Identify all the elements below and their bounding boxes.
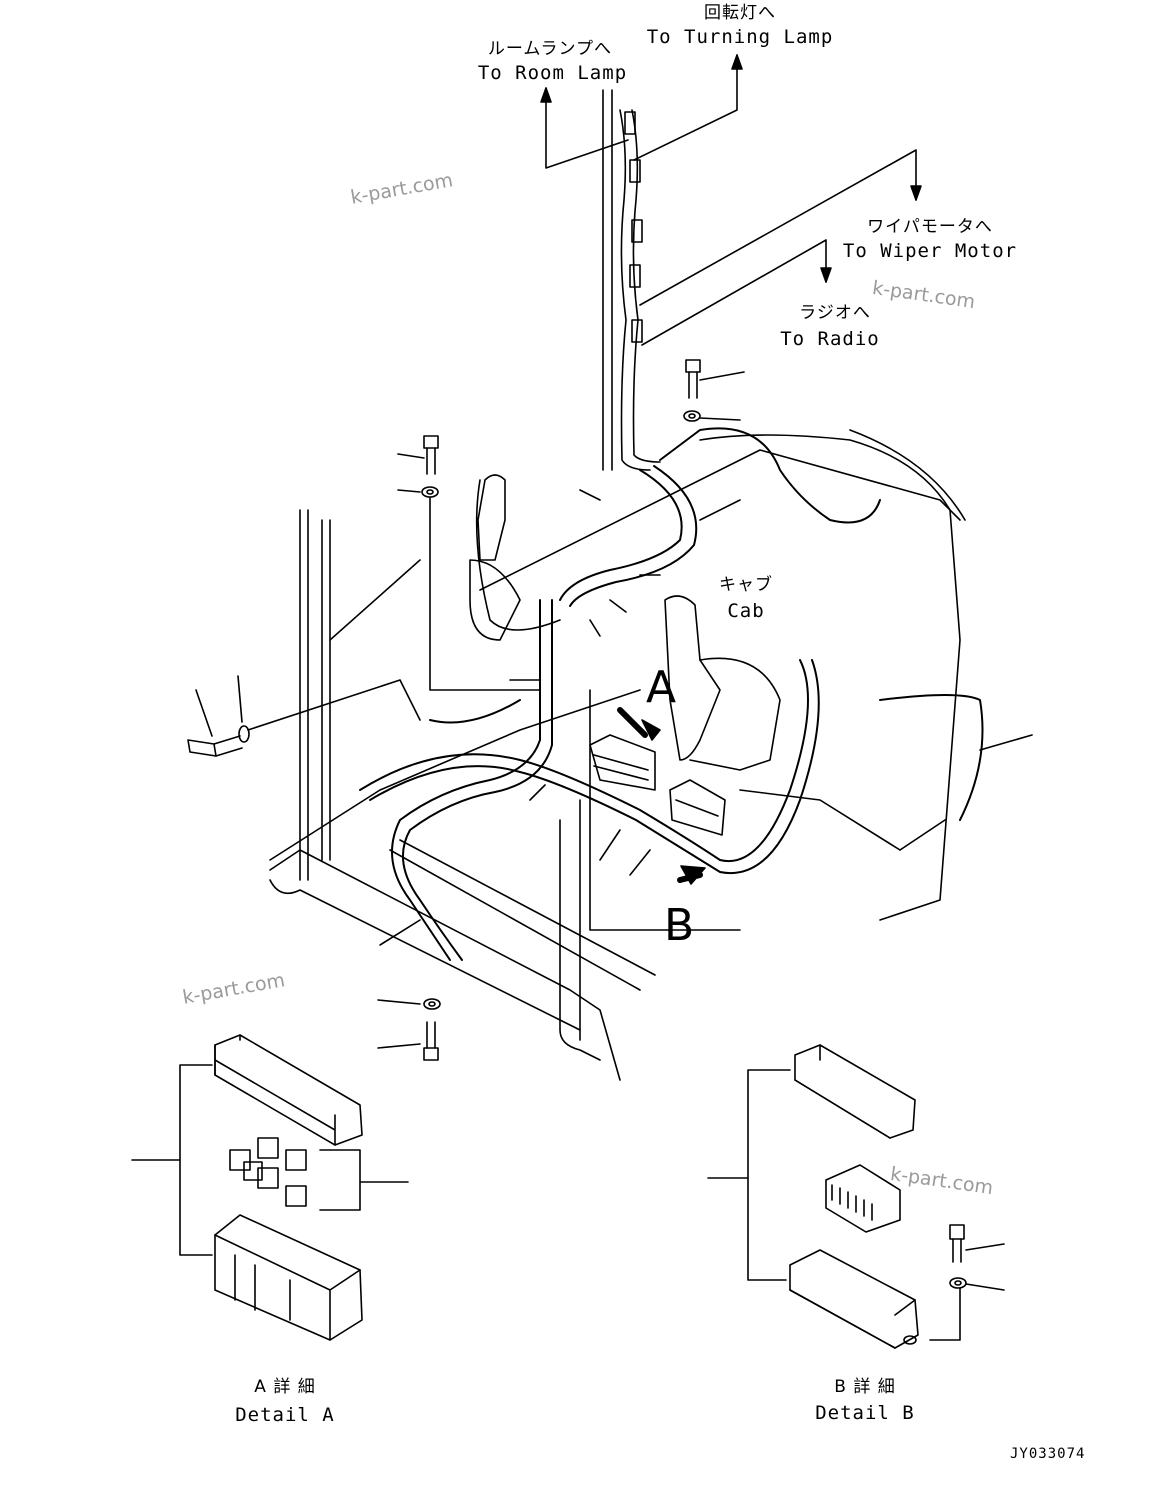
- main-fuse-boxes: [589, 707, 726, 885]
- detail-b-caption-jp: B 詳 細: [834, 1377, 896, 1397]
- cab-label-en: Cab: [727, 600, 765, 622]
- radio-label-en: To Radio: [780, 328, 880, 350]
- detail-b-drawing: [707, 1044, 1005, 1349]
- leader-lines: [379, 489, 1033, 946]
- detail-a-caption-jp: A 詳 細: [254, 1377, 316, 1397]
- wiper-motor-label-jp: ワイパモータへ: [867, 217, 993, 237]
- room-lamp-label-jp: ルームランプへ: [487, 39, 613, 59]
- callout-leaders: [540, 54, 922, 346]
- control-levers: [469, 474, 781, 771]
- drawing-code: JY033074: [1010, 1446, 1086, 1462]
- cab-label-jp: キャブ: [719, 575, 773, 595]
- detail-b-caption-en: Detail B: [815, 1402, 915, 1424]
- wiper-motor-label-en: To Wiper Motor: [842, 240, 1018, 262]
- turning-lamp-label-jp: 回転灯へ: [704, 3, 776, 23]
- main-fasteners: [187, 359, 745, 1061]
- view-marker-b: B: [664, 900, 696, 951]
- view-marker-a: A: [646, 662, 678, 713]
- pillar-harness: [602, 89, 661, 471]
- detail-a-drawing: [131, 1034, 409, 1341]
- detail-a-caption-en: Detail A: [235, 1404, 335, 1426]
- turning-lamp-label-en: To Turning Lamp: [646, 26, 834, 48]
- room-lamp-label-en: To Room Lamp: [477, 62, 628, 84]
- cab-frame: [269, 429, 966, 1081]
- floor-harness: [359, 427, 984, 961]
- radio-label-jp: ラジオへ: [799, 303, 871, 323]
